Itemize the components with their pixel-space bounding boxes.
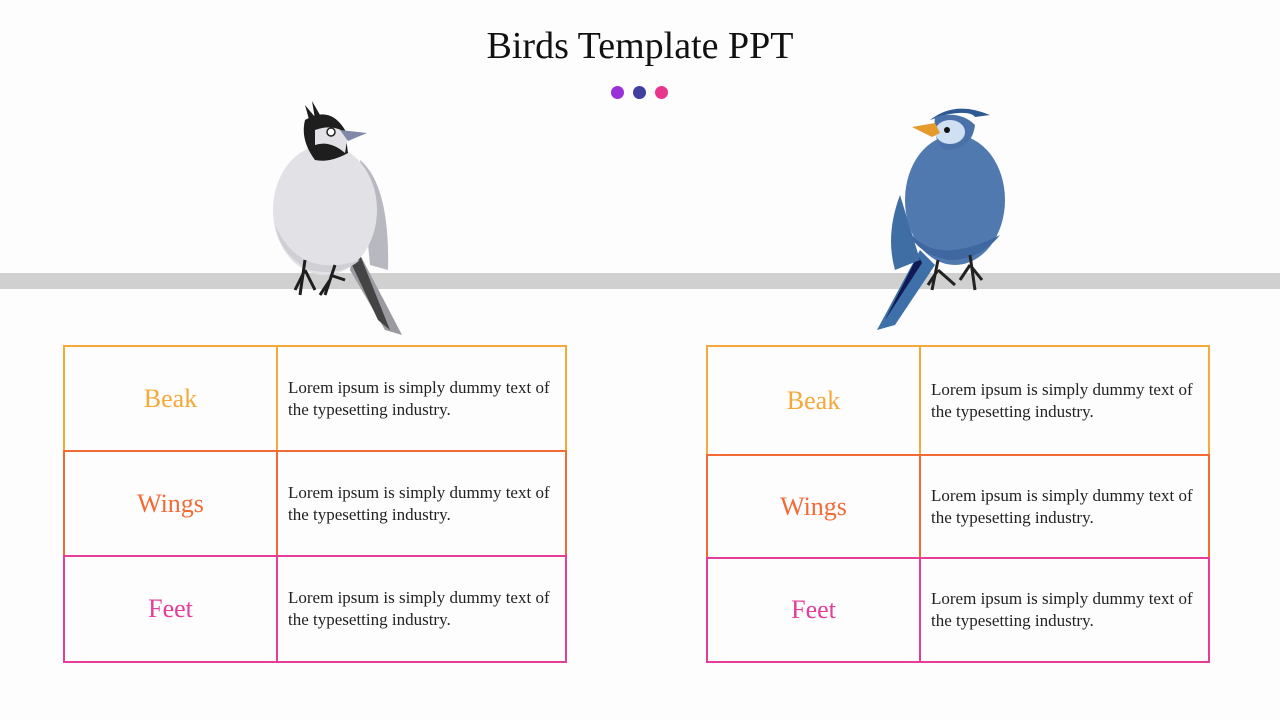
- description-beak: Lorem ipsum is simply dummy text of the …: [919, 345, 1210, 456]
- decor-dot: [611, 86, 624, 99]
- description-beak: Lorem ipsum is simply dummy text of the …: [276, 345, 567, 452]
- blue-bird-illustration: [877, 108, 1005, 330]
- gray-bird-illustration: [273, 101, 402, 335]
- label-beak: Beak: [63, 345, 278, 452]
- label-feet: Feet: [706, 557, 921, 663]
- decor-dot: [655, 86, 668, 99]
- slide-title: Birds Template PPT: [486, 25, 794, 67]
- label-wings: Wings: [63, 450, 278, 557]
- description-wings: Lorem ipsum is simply dummy text of the …: [276, 450, 567, 557]
- label-feet: Feet: [63, 555, 278, 663]
- description-feet: Lorem ipsum is simply dummy text of the …: [276, 555, 567, 663]
- perch-bar: [0, 273, 1280, 289]
- bird-parts-table-right: Beak Lorem ipsum is simply dummy text of…: [706, 345, 1210, 663]
- decor-dot: [633, 86, 646, 99]
- bird-parts-table-left: Beak Lorem ipsum is simply dummy text of…: [63, 345, 567, 663]
- description-wings: Lorem ipsum is simply dummy text of the …: [919, 454, 1210, 559]
- label-beak: Beak: [706, 345, 921, 456]
- description-feet: Lorem ipsum is simply dummy text of the …: [919, 557, 1210, 663]
- label-wings: Wings: [706, 454, 921, 559]
